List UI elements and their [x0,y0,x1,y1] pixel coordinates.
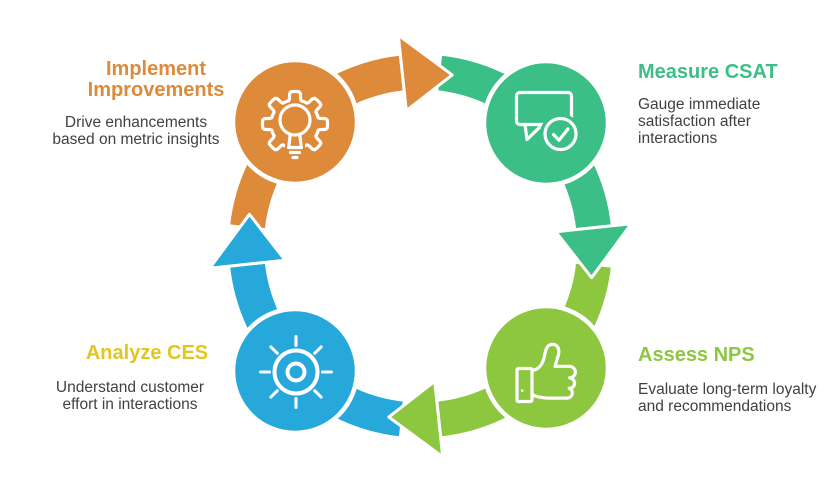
sun-rays [259,335,333,409]
analyze-node [230,306,360,436]
cycle-arrow-head [554,222,633,280]
assess-node-circle [481,303,611,433]
assess-title: Assess NPS [638,344,755,366]
sun-ray [269,345,279,355]
implement-title: Implement Improvements [87,58,225,101]
cycle-arrow-head [396,33,454,113]
bulb-neck [287,132,303,147]
chat-bubble-tail [523,122,545,142]
cycle-arrow-head [208,212,287,270]
implement-node-circle [230,57,360,187]
implement-node [230,57,360,187]
sun-dial-icon [259,335,333,409]
thumb-cuff [515,366,534,404]
check-ring [543,116,578,152]
sun-ray [269,389,279,399]
thumbs-up-icon [515,342,577,404]
assess-description: Evaluate long-term loyalty and recommend… [638,381,817,415]
implement-description: Drive enhancements based on metric insig… [52,114,220,148]
sun-ray [313,345,323,355]
thumb-hand [530,342,577,400]
chat-check-icon [514,90,581,155]
assess-node [481,303,611,433]
sun-disc [272,348,320,396]
analyze-title: Analyze CES [85,342,209,364]
measure-node [481,58,611,188]
sun-ray [313,389,323,399]
analyze-description: Understand customer effort in interactio… [55,379,205,413]
measure-title: Measure CSAT [638,61,778,83]
gear-outline [260,89,330,159]
gear-lightbulb-icon [260,89,330,160]
check-mark [551,127,570,142]
sun-center-dot [285,361,307,383]
bulb-base [286,145,304,160]
thumb-cuff-dot [521,389,524,392]
cycle-arrow-head [387,379,445,459]
cycle-arrows [208,33,633,459]
measure-description: Gauge immediate satisfaction after inter… [638,96,761,147]
bulb-glass [278,103,312,137]
analyze-node-circle [230,306,360,436]
